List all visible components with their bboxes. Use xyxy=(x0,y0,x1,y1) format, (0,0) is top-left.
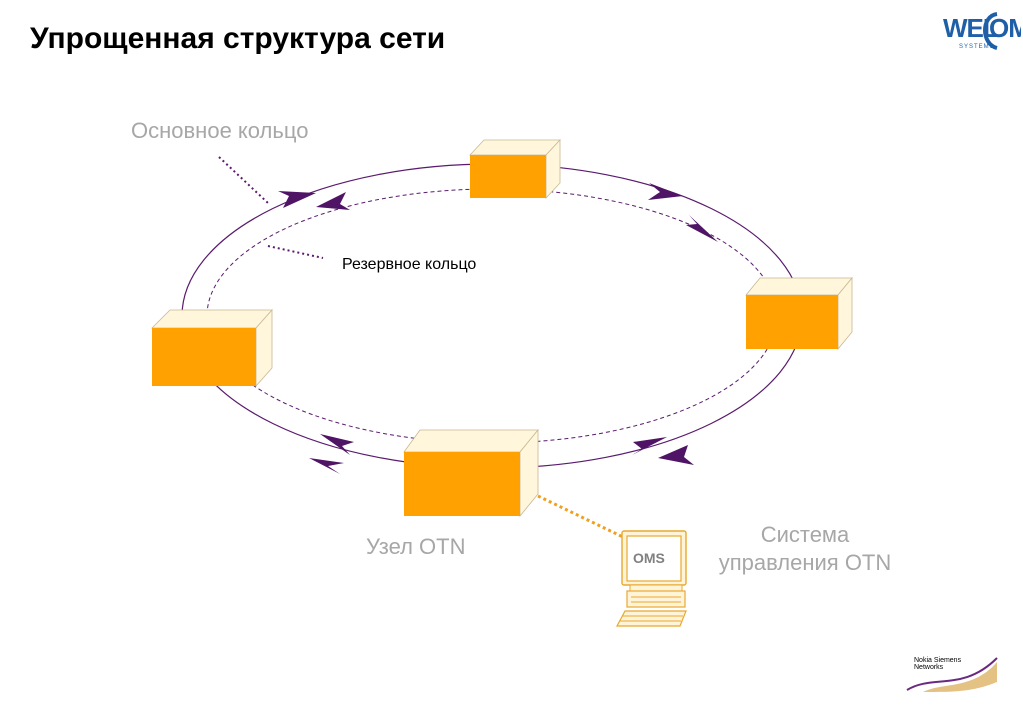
arrow-head xyxy=(316,192,350,210)
main-ring-label: Основное кольцо xyxy=(131,118,309,143)
arrow-head xyxy=(320,434,354,455)
page-title: Упрощенная структура сети xyxy=(30,22,446,55)
arrow-head xyxy=(648,183,683,200)
main-ring xyxy=(181,163,803,469)
arrow-head xyxy=(632,437,667,455)
arrow-head xyxy=(309,458,344,474)
svg-text:SYSTEMS: SYSTEMS xyxy=(959,44,995,50)
computer-icon: OMS xyxy=(616,530,687,627)
svg-text:OM: OM xyxy=(989,13,1021,43)
management-system-label-line2: управления OTN xyxy=(718,550,892,575)
welcom-logo: WEL OM SYSTEMS xyxy=(941,10,1021,52)
arrow-head xyxy=(278,191,316,208)
nsn-logo-line1: Nokia Siemens xyxy=(914,657,962,664)
otn-node-right xyxy=(745,276,853,351)
otn-node-left xyxy=(151,308,273,388)
main-ring-pointer xyxy=(218,156,269,204)
reserve-ring-label: Резервное кольцо xyxy=(342,256,477,273)
arrow-head xyxy=(686,215,718,242)
management-system-label-line1: Система xyxy=(760,522,850,547)
management-system-label: Система управления OTN xyxy=(700,521,910,577)
reserve-ring-pointer xyxy=(267,245,324,259)
nokia-siemens-networks-logo: Nokia Siemens Networks xyxy=(906,657,998,692)
management-link xyxy=(537,494,626,540)
oms-label: OMS xyxy=(633,550,665,566)
arrow-head xyxy=(658,445,694,465)
nsn-logo-line2: Networks xyxy=(914,664,944,671)
otn-node-top xyxy=(469,138,561,200)
otn-node-bottom xyxy=(403,428,539,518)
otn-node-label: Узел OTN xyxy=(366,534,466,559)
